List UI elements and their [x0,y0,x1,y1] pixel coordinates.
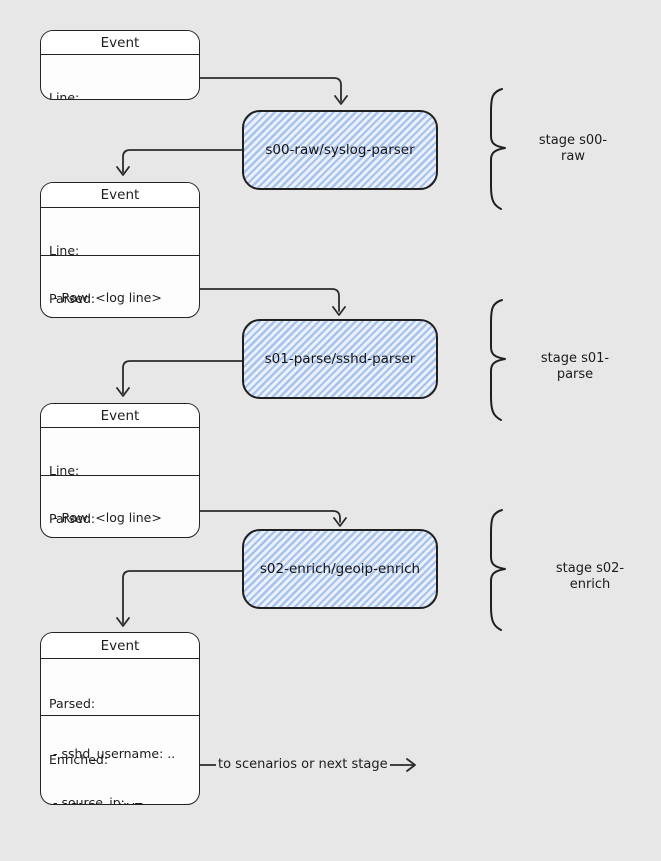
event-parsed-section: Parsed: - sshd_username: .. - source_ip:… [41,659,199,804]
event-field: Parsed: [49,291,96,306]
event-field: - ASNOrg: XYZ [49,800,191,804]
event-field: Line: [49,463,80,478]
event-field: Parsed: [49,511,96,526]
event-field: - sshd_username: .. [49,745,176,761]
event-node-1: Event Line: - Raw: <log line> [40,30,200,100]
event-field: Line: [49,90,80,100]
event-node-2: Event Line: - Raw: <log line> Parsed: - … [40,182,200,318]
arrow-parser3-to-event4 [116,570,243,627]
event-title: Event [41,633,199,659]
event-line-section: Line: - Raw: <log line> [41,428,199,525]
flow-out-label: to scenarios or next stage [216,757,390,773]
event-field: Enriched: [49,752,109,767]
arrow-parser1-to-event2 [116,149,243,176]
event-title: Event [41,404,199,428]
event-line-section: Line: - Raw: <log line> [41,55,199,100]
event-field: - Raw: <log line> [49,509,162,525]
arrow-event3-to-parser3 [199,510,347,527]
parser-label: s00-raw/syslog-parser [265,142,415,158]
stage-brace-s02 [490,509,506,631]
event-title: Event [41,183,199,208]
arrow-parser2-to-event3 [116,360,243,397]
stage-label-s01: stage s01-parse [540,351,610,382]
event-field: - Raw: <log line> [49,289,162,305]
event-enriched-section: Enriched: - ASNOrg: XYZ - IsoCode: FR - … [41,715,199,804]
event-node-4: Event Parsed: - sshd_username: .. - sour… [40,632,200,805]
parser-node-s02-enrich: s02-enrich/geoip-enrich [242,529,438,609]
event-field: Parsed: [49,696,96,711]
arrow-event2-to-parser2 [199,288,346,316]
stage-label-s02: stage s02-enrich [555,561,625,592]
event-field: - source_ip: .. [49,795,137,805]
parser-label: s01-parse/sshd-parser [264,351,416,367]
parser-node-s00-raw: s00-raw/syslog-parser [242,110,438,190]
stage-brace-s01 [490,299,506,421]
stage-label-s00: stage s00-raw [538,133,608,164]
event-title: Event [41,31,199,55]
event-field: Line: [49,243,80,258]
arrow-event1-to-parser1 [199,77,348,105]
event-node-3: Event Line: - Raw: <log line> Parsed: - … [40,403,200,538]
stage-brace-s00 [490,88,506,210]
parser-label: s02-enrich/geoip-enrich [259,561,421,577]
event-line-section: Line: - Raw: <log line> [41,208,199,305]
event-parsed-section: Parsed: - sshd_username: .. - source_ip:… [41,475,199,537]
parser-node-s01-parse: s01-parse/sshd-parser [242,319,438,399]
event-parsed-section: Parsed: - Type: ssh - Timestamp: .. .. [41,255,199,317]
